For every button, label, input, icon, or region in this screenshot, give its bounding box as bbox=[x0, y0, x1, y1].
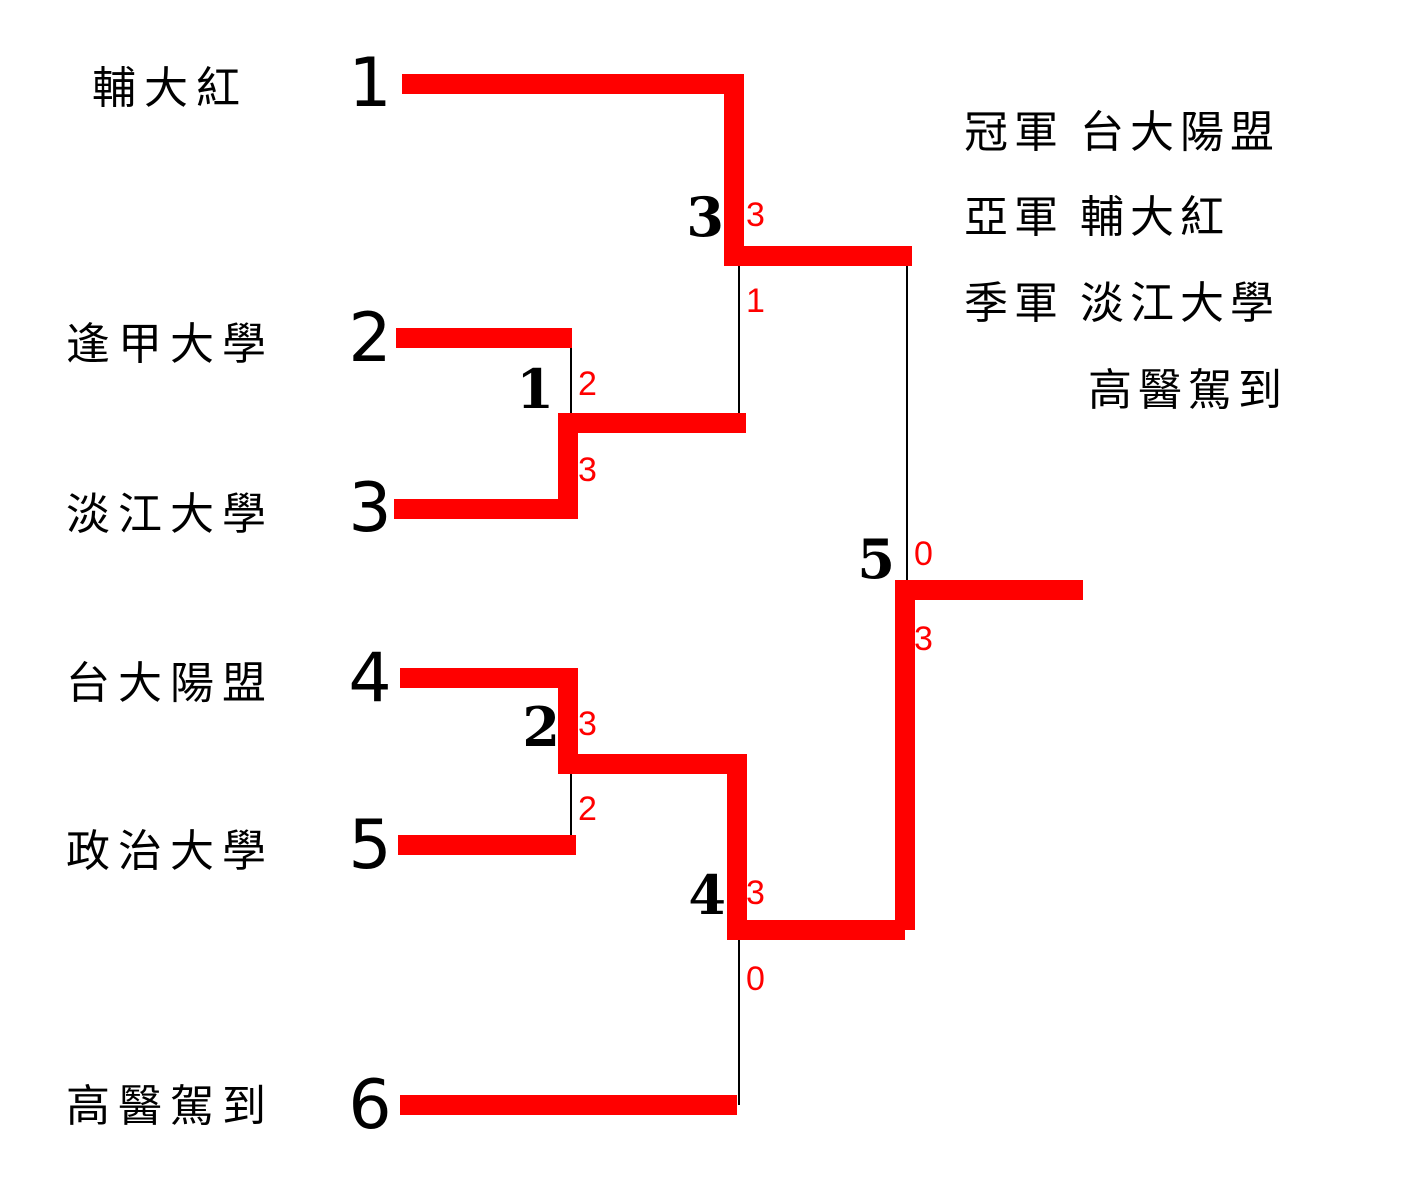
winner-paths bbox=[394, 74, 1083, 1115]
seed-3: 3 bbox=[348, 469, 392, 548]
result-team: 淡江大學 bbox=[1080, 278, 1280, 329]
result-third-place: 季軍淡江大學 bbox=[964, 282, 1280, 326]
match-1-score-top: 2 bbox=[578, 365, 597, 403]
seed-2: 2 bbox=[348, 299, 392, 378]
team-name-3: 淡江大學 bbox=[66, 489, 274, 540]
match-number-5: 5 bbox=[857, 527, 895, 591]
team-name-4: 台大陽盟 bbox=[66, 658, 274, 709]
seed-6: 6 bbox=[348, 1066, 392, 1145]
match-3-score-bottom: 1 bbox=[746, 282, 765, 320]
team-name-6: 高醫駕到 bbox=[66, 1081, 274, 1132]
match-4-score-top: 3 bbox=[746, 874, 765, 912]
team-name-5: 政治大學 bbox=[66, 826, 274, 877]
seed-1: 1 bbox=[348, 44, 392, 123]
result-champion: 冠軍台大陽盟 bbox=[964, 111, 1280, 155]
match-number-1: 1 bbox=[516, 357, 554, 421]
match-number-4: 4 bbox=[688, 863, 726, 927]
team-name-1: 輔大紅 bbox=[92, 63, 248, 114]
result-team: 高醫駕到 bbox=[1088, 365, 1288, 416]
match-1-score-bottom: 3 bbox=[578, 451, 597, 489]
result-team: 台大陽盟 bbox=[1080, 107, 1280, 158]
result-runner-up: 亞軍輔大紅 bbox=[964, 196, 1230, 240]
path-m4-to-champion bbox=[895, 580, 1083, 930]
match-3-score-top: 3 bbox=[746, 196, 765, 234]
match-2-score-bottom: 2 bbox=[578, 790, 597, 828]
match-number-2: 2 bbox=[522, 695, 560, 759]
match-number-3: 3 bbox=[686, 185, 724, 249]
team-name-2: 逢甲大學 bbox=[66, 319, 274, 370]
match-2-score-top: 3 bbox=[578, 705, 597, 743]
match-5-score-top: 0 bbox=[914, 535, 933, 573]
result-label: 冠軍 bbox=[964, 107, 1064, 158]
path-seed3-to-m1 bbox=[394, 413, 746, 519]
match-5-score-bottom: 3 bbox=[914, 620, 933, 658]
path-seed1-to-m3 bbox=[402, 74, 912, 266]
seed-5: 5 bbox=[348, 806, 392, 885]
match-4-score-bottom: 0 bbox=[746, 960, 765, 998]
result-fourth-place: 高醫駕到 bbox=[1088, 369, 1288, 413]
result-label: 季軍 bbox=[964, 278, 1064, 329]
result-label: 亞軍 bbox=[964, 192, 1064, 243]
path-seed4-to-m2 bbox=[400, 668, 905, 940]
loser-connectors bbox=[570, 255, 908, 1105]
result-team: 輔大紅 bbox=[1080, 192, 1230, 243]
seed-4: 4 bbox=[348, 639, 392, 718]
